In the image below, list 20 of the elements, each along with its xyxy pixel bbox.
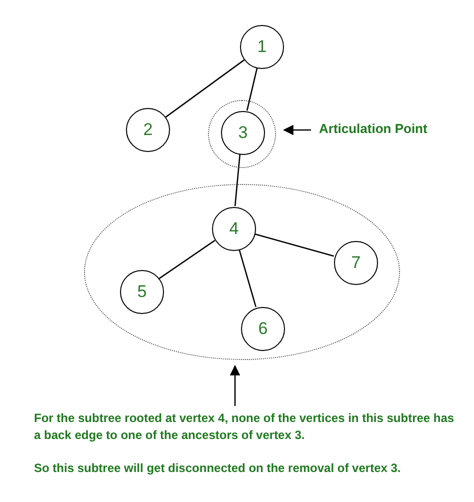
edge-line: [254, 233, 334, 257]
callout-label: Articulation Point: [319, 121, 429, 139]
vertex-circle: 5: [120, 270, 164, 314]
vertex-circle: 6: [241, 307, 285, 351]
vertex-circle: 3: [221, 111, 265, 155]
dotted-circle: [208, 100, 276, 168]
vertex-circle: 2: [126, 108, 170, 152]
vertex-circle: 7: [334, 241, 378, 285]
edge-line: [158, 240, 216, 280]
arrow: [230, 364, 240, 406]
edge-line: [165, 59, 245, 118]
note-text: So this subtree will get disconnected on the removal of vertex 3.: [34, 460, 402, 477]
vertex-circle: 4: [212, 207, 256, 251]
arrow: [282, 124, 311, 136]
edge-line: [246, 68, 258, 111]
dotted-ellipse: [84, 184, 400, 360]
note-text: For the subtree rooted at vertex 4, none of the vertices in this subtree has a back edge to one of the ancestors of vertex 3.: [34, 410, 456, 444]
edge-line: [234, 154, 241, 206]
edge-line: [238, 248, 256, 308]
vertex-circle: 1: [240, 25, 284, 69]
